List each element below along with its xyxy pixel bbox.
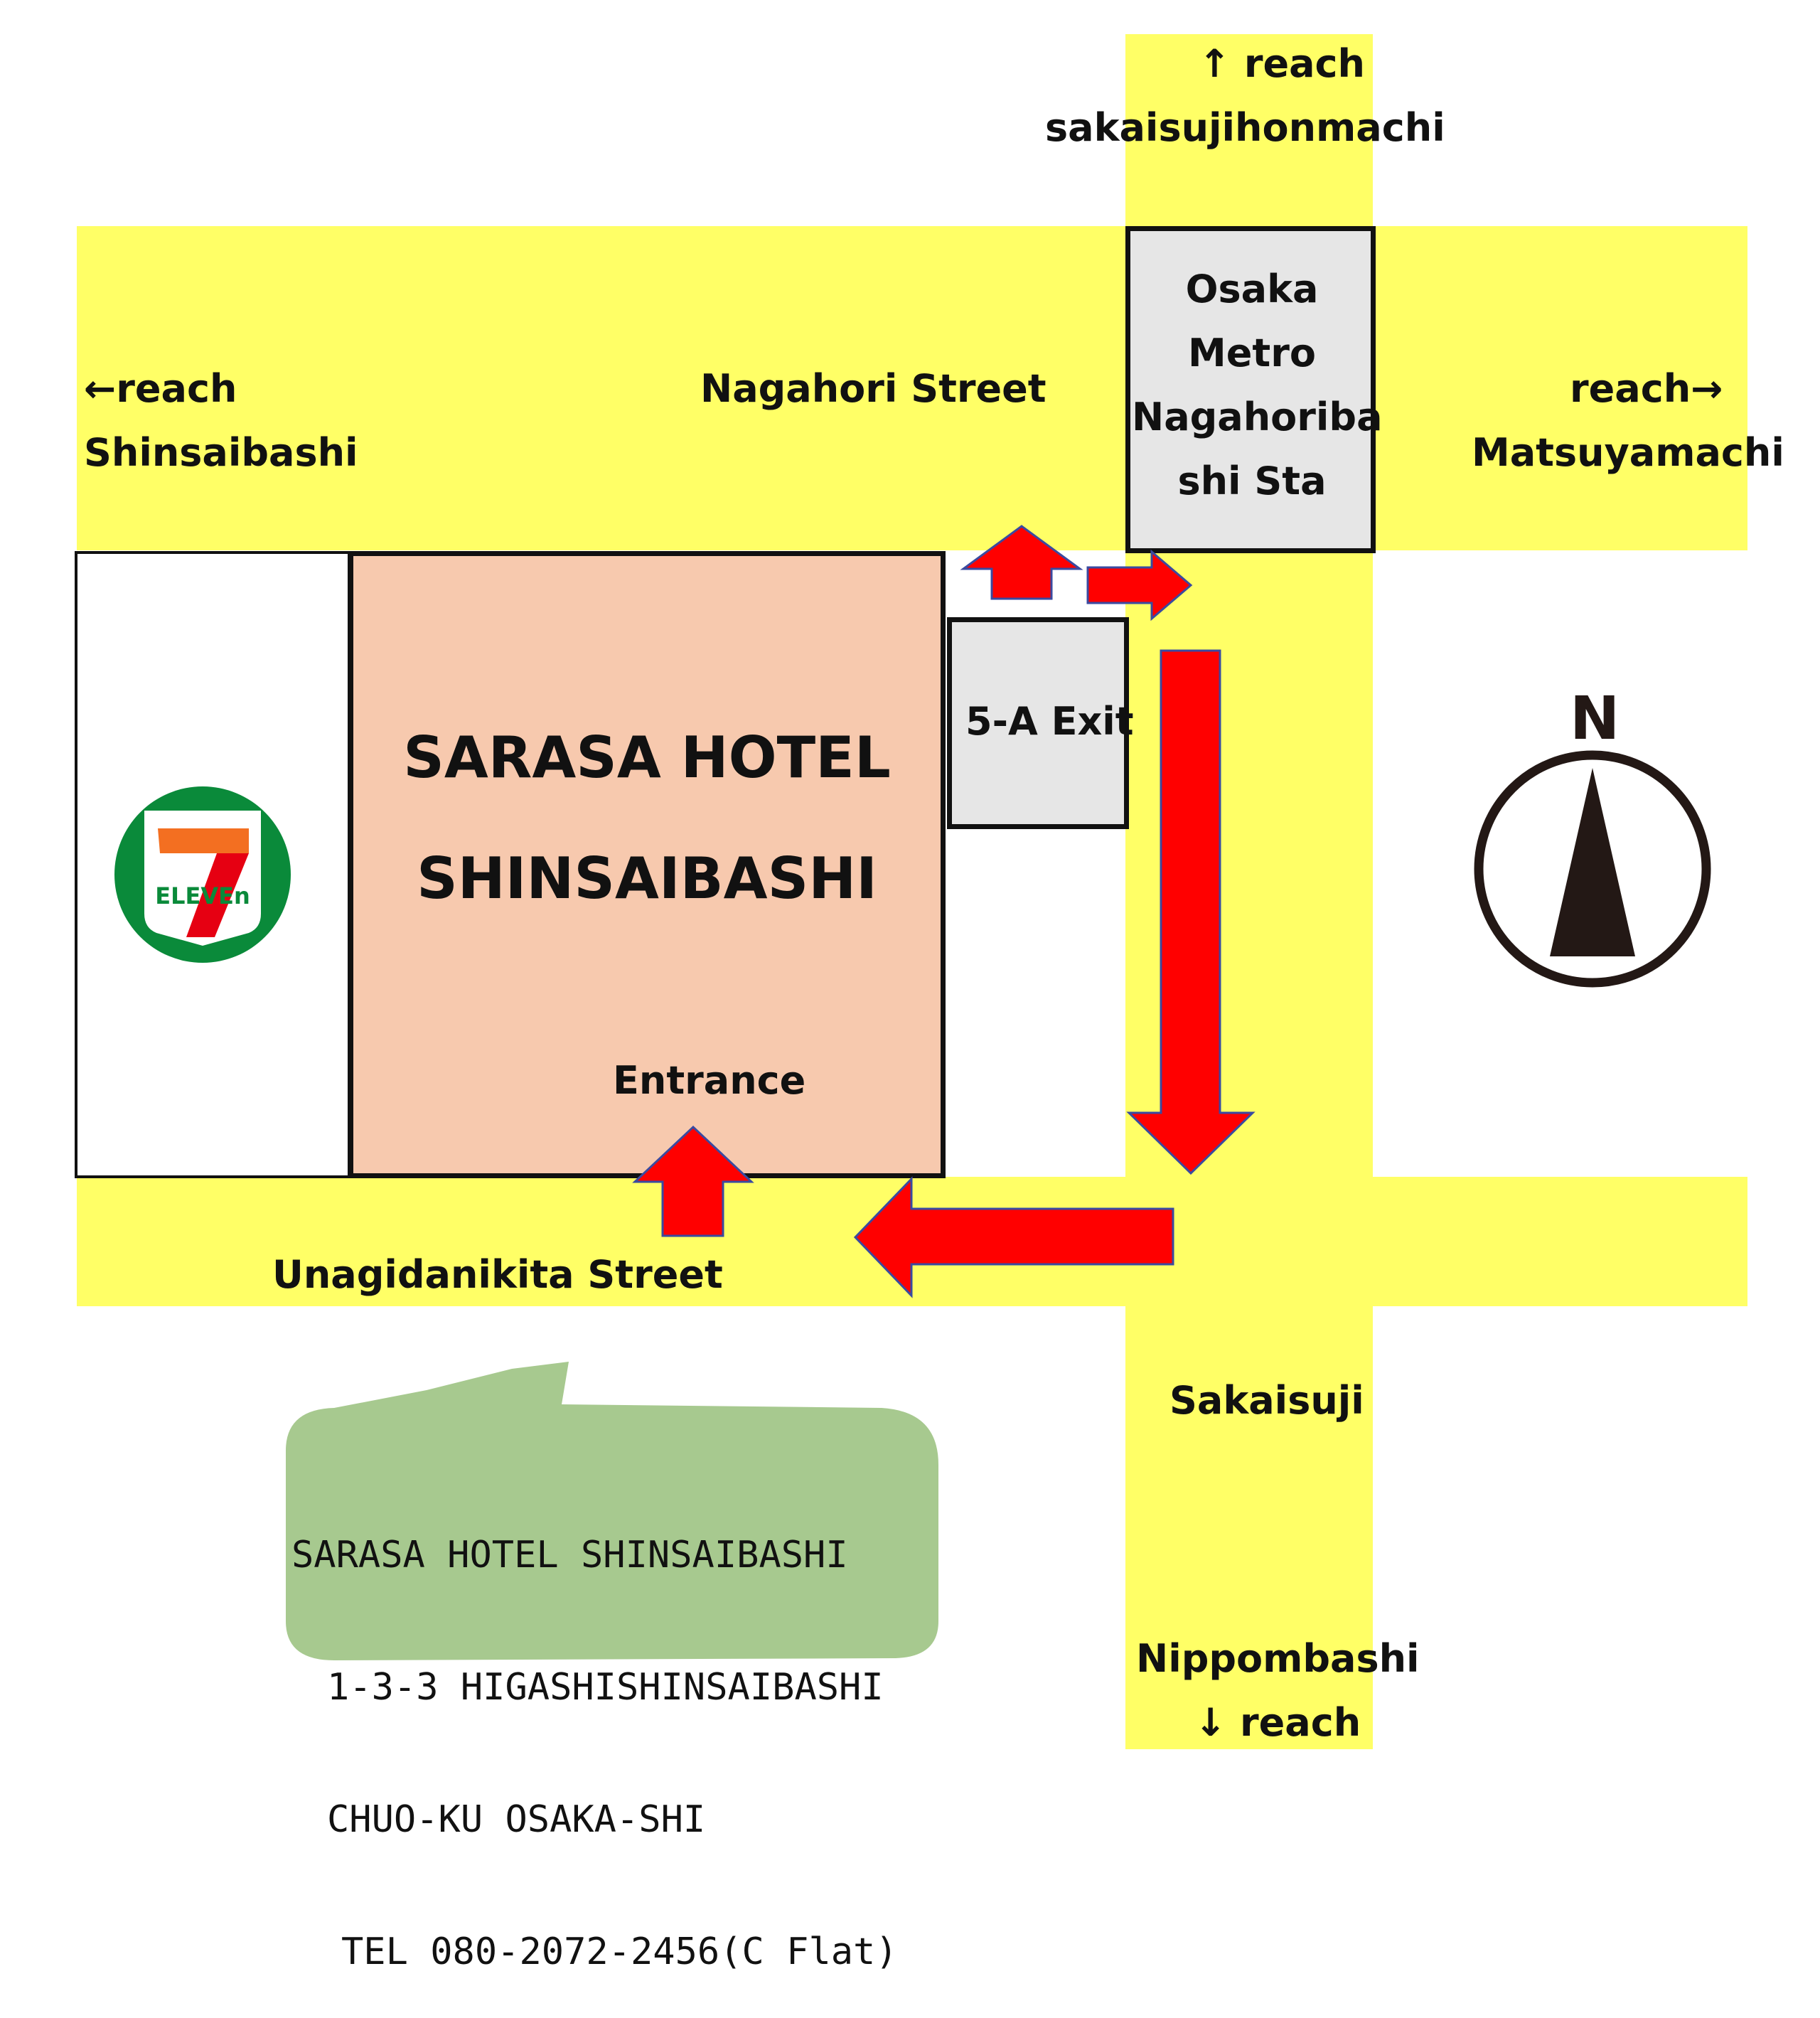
- south-route-destination: Nippombashi: [1136, 1636, 1420, 1681]
- up-arrow-icon: [960, 525, 1083, 600]
- north-route-label: ↑ reach: [1024, 32, 1393, 95]
- north-route-text: ↑ reach: [1198, 41, 1365, 86]
- entrance-arrow-icon: [632, 1125, 754, 1237]
- exit-5a-building: [947, 617, 1129, 829]
- west-route-text: ←reach: [84, 366, 237, 411]
- right-arrow-icon: [1086, 549, 1193, 621]
- station-line-4: shi Sta: [1177, 459, 1327, 503]
- address-line-4: TEL 080-2072-2456(C Flat): [341, 1931, 898, 1973]
- address-callout: [286, 1362, 938, 1660]
- exit-label: 5-A Exit: [965, 699, 1134, 744]
- map-graphics: [114, 525, 1711, 1298]
- left-arrow-icon: [853, 1176, 1174, 1298]
- west-route-destination: Shinsaibashi: [84, 430, 358, 475]
- nagahori-street-label: Nagahori Street: [700, 366, 1046, 411]
- east-route-destination: Matsuyamachi: [1472, 430, 1784, 475]
- station-line-3: Nagahoriba: [1132, 395, 1383, 439]
- sakaisuji-label: Sakaisuji: [1169, 1378, 1364, 1423]
- address-text: SARASA HOTEL SHINSAIBASHI 1-3-3 HIGASHIS…: [291, 1445, 898, 2018]
- address-line-2: 1-3-3 HIGASHISHINSAIBASHI: [327, 1666, 884, 1709]
- north-route-destination: sakaisujihonmachi: [1045, 105, 1445, 150]
- down-arrow-icon: [1126, 649, 1256, 1175]
- address-line-1: SARASA HOTEL SHINSAIBASHI: [291, 1534, 848, 1576]
- metro-station-building: [1125, 226, 1376, 553]
- nagahori-street-road: [77, 226, 1747, 550]
- seven-eleven-logo-text: ELEVEn: [155, 882, 250, 909]
- station-line-2: Metro: [1188, 331, 1316, 375]
- hotel-building: [348, 551, 946, 1178]
- station-label: Osaka Metro Nagahoriba shi Sta: [1132, 257, 1383, 513]
- entrance-label: Entrance: [613, 1058, 806, 1103]
- hotel-name-line-1: SARASA HOTEL: [403, 725, 891, 791]
- unagidanikita-street-label: Unagidanikita Street: [272, 1252, 723, 1297]
- east-route-text: reach→: [1570, 366, 1723, 411]
- hotel-name-line-2: SHINSAIBASHI: [417, 845, 877, 912]
- address-line-3: CHUO-KU OSAKA-SHI: [327, 1798, 706, 1841]
- seven-eleven-logo-icon: [114, 786, 291, 963]
- north-arrow-icon: [1474, 750, 1711, 988]
- address-callout-shape: [286, 1362, 938, 1660]
- south-route-text: ↓ reach: [1194, 1700, 1361, 1745]
- compass-north-label: N: [1570, 683, 1620, 753]
- station-line-1: Osaka: [1185, 267, 1319, 311]
